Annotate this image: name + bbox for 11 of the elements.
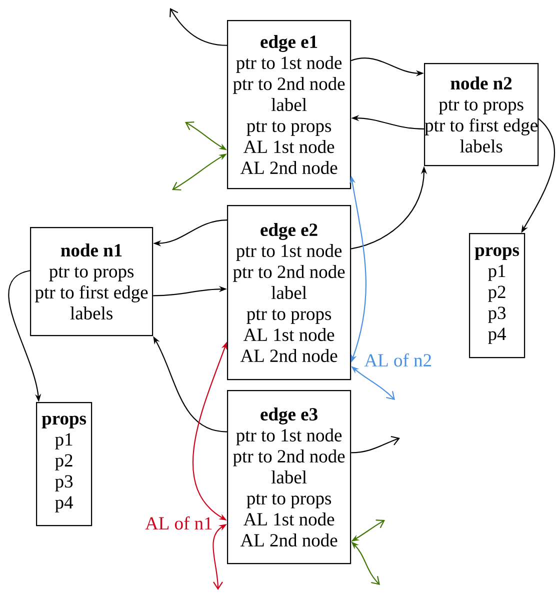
arrow <box>351 436 400 454</box>
record-box: edge e3 ptr to 1st node ptr to 2nd node label ptr to props AL 1st node AL 2nd node <box>227 390 352 564</box>
record-box: node n2 ptr to props ptr to first edge labels <box>424 63 539 166</box>
annotation-label: AL of n2 <box>364 353 431 367</box>
record-box: edge e1 ptr to 1st node ptr to 2nd node label ptr to props AL 1st node AL 2nd node <box>227 20 352 190</box>
record-box: node n1 ptr to props ptr to first edge labels <box>30 227 154 336</box>
props-box: props p1 p2 p3 p4 <box>469 233 526 358</box>
props-box: props p1 p2 p3 p4 <box>36 402 92 526</box>
arrow <box>170 8 228 46</box>
annotation-label: AL of n1 <box>145 516 212 530</box>
record-box: edge e2 ptr to 1st node ptr to 2nd node label ptr to props AL 1st node AL 2nd node <box>227 205 352 380</box>
